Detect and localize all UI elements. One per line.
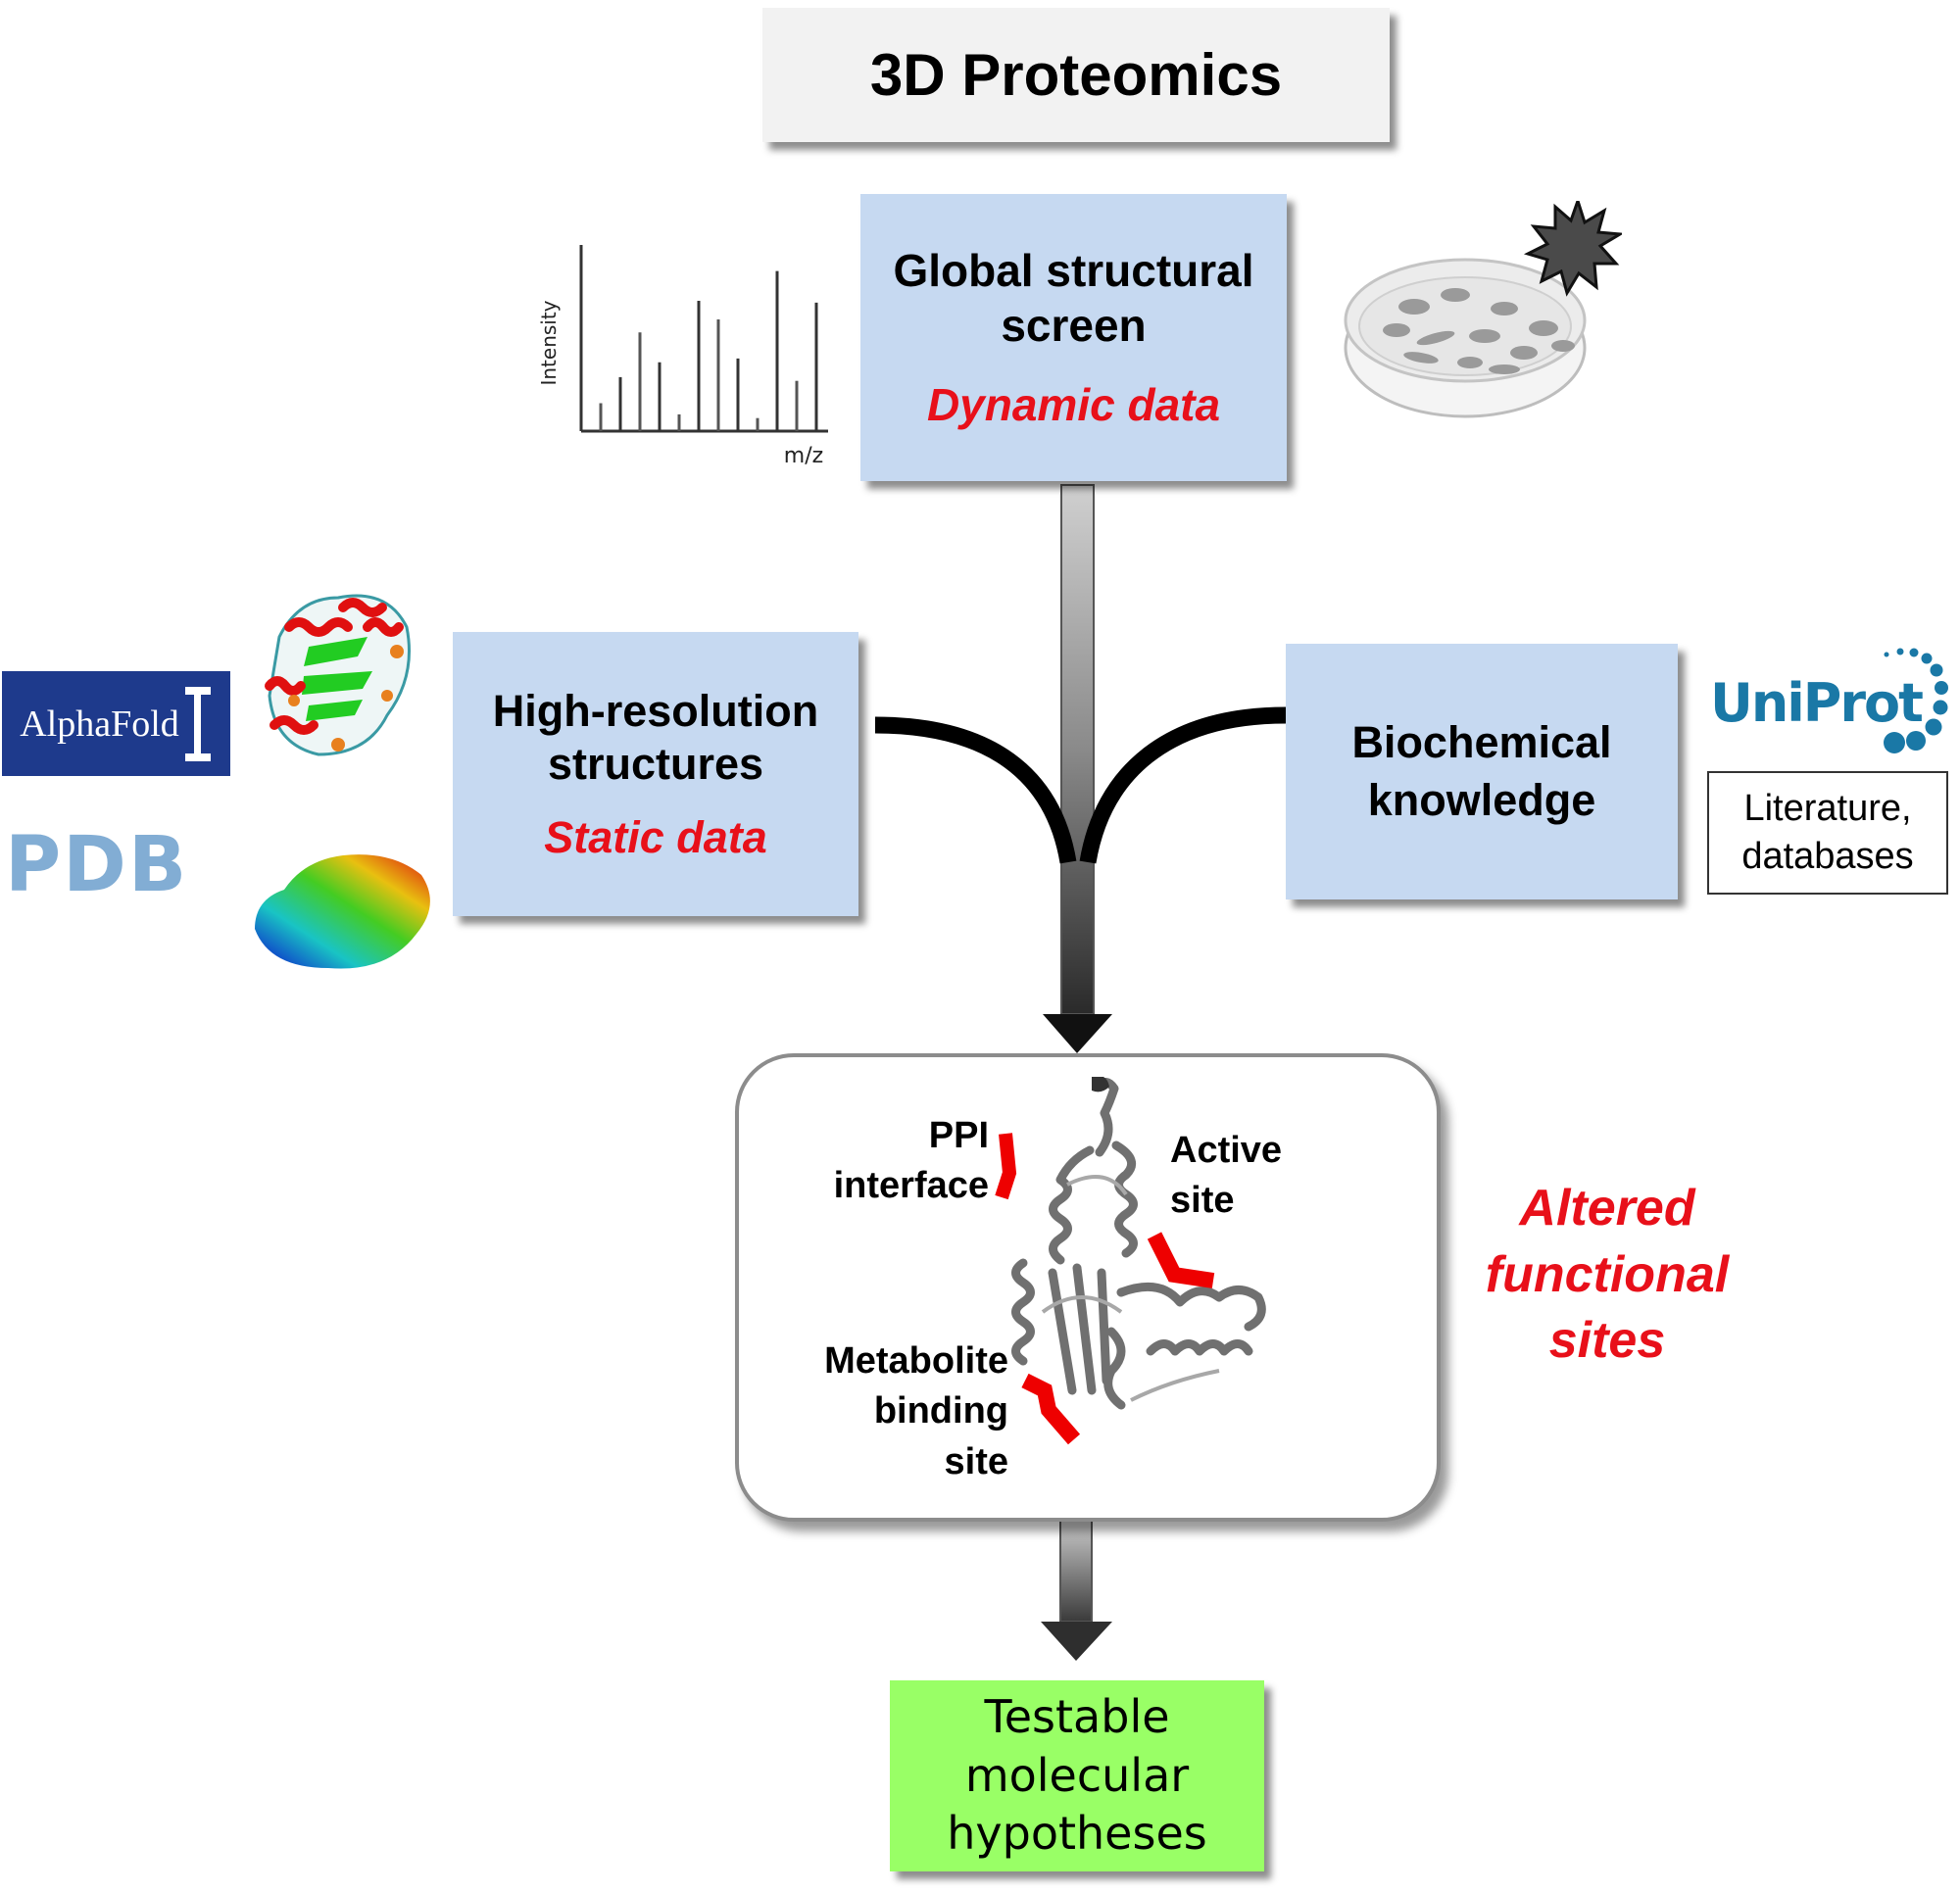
- highres-box-line1: High-resolution: [492, 686, 819, 736]
- high-resolution-structures-box: High-resolution structures Static data: [453, 632, 858, 916]
- ppi-line2: interface: [833, 1165, 989, 1207]
- testable-hypotheses-box: Testable molecular hypotheses: [890, 1680, 1264, 1871]
- mass-spectrum-icon: Intensity m/z: [537, 245, 828, 468]
- ppi-site-marker: [995, 1133, 1017, 1200]
- protein-ribbon-image: [1011, 1077, 1266, 1410]
- output-down-arrow: [1041, 1518, 1112, 1661]
- altered-line1: Altered: [1519, 1180, 1695, 1237]
- diagram-title: 3D Proteomics: [869, 42, 1283, 108]
- active-site-label: Active site: [1170, 1126, 1282, 1227]
- petri-dish-icon: [1344, 201, 1622, 418]
- biochemical-knowledge-box: Biochemical knowledge: [1286, 644, 1678, 899]
- ppi-line1: PPI: [928, 1115, 989, 1156]
- global-structural-screen-box: Global structural screen Dynamic data: [860, 194, 1287, 481]
- active-line1: Active: [1170, 1130, 1283, 1171]
- alphafold-structure-image: [265, 594, 411, 756]
- altered-line3: sites: [1548, 1312, 1666, 1370]
- output-line2: molecular: [964, 1748, 1190, 1802]
- metabolite-line2: binding: [873, 1390, 1008, 1432]
- right-merge-connector: [1079, 706, 1287, 864]
- alphafold-bracket-icon: [184, 686, 211, 761]
- main-down-arrow: [1043, 484, 1112, 1053]
- ms-x-label: m/z: [784, 444, 823, 468]
- functional-sites-box: PPI interface Active site Metabolite bin…: [735, 1053, 1441, 1522]
- metabolite-line3: site: [944, 1440, 1008, 1482]
- cells: [1383, 288, 1575, 374]
- active-site-marker: [1147, 1232, 1215, 1288]
- biochem-box-line2: knowledge: [1367, 774, 1596, 825]
- pdb-logo: PDB: [5, 821, 189, 909]
- metabolite-line1: Metabolite: [824, 1340, 1008, 1382]
- ms-y-label: Intensity: [537, 300, 561, 385]
- altered-line2: functional: [1485, 1245, 1730, 1303]
- global-box-line2: screen: [1001, 299, 1147, 351]
- literature-line1: Literature,: [1743, 787, 1912, 829]
- pdb-structure-image: [255, 854, 430, 969]
- altered-functional-sites-label: Altered functional sites: [1441, 1176, 1774, 1375]
- stress-burst-icon: [1523, 201, 1622, 297]
- dynamic-data-label: Dynamic data: [926, 378, 1221, 430]
- metabolite-site-marker: [1021, 1373, 1081, 1445]
- metabolite-binding-site-label: Metabolite binding site: [778, 1336, 1008, 1487]
- active-line2: site: [1170, 1180, 1235, 1222]
- static-data-label: Static data: [544, 812, 767, 862]
- output-line3: hypotheses: [947, 1807, 1207, 1861]
- site-markers: [995, 1133, 1215, 1445]
- uniprot-dots-icon: [1884, 648, 1948, 753]
- output-line1: Testable: [984, 1689, 1170, 1743]
- left-merge-connector: [874, 716, 1077, 864]
- uniprot-logo: UniProt: [1710, 647, 1955, 759]
- biochem-box-line1: Biochemical: [1351, 717, 1612, 767]
- literature-databases-box: Literature, databases: [1707, 771, 1948, 895]
- global-box-line1: Global structural: [893, 245, 1254, 297]
- alphafold-logo-text: AlphaFold: [20, 703, 179, 745]
- title-box: 3D Proteomics: [762, 8, 1390, 142]
- literature-line2: databases: [1741, 836, 1914, 877]
- uniprot-logo-text: UniProt: [1710, 672, 1924, 734]
- alphafold-logo: AlphaFold: [2, 671, 230, 776]
- ppi-interface-label: PPI interface: [798, 1111, 989, 1212]
- highres-box-line2: structures: [547, 739, 764, 789]
